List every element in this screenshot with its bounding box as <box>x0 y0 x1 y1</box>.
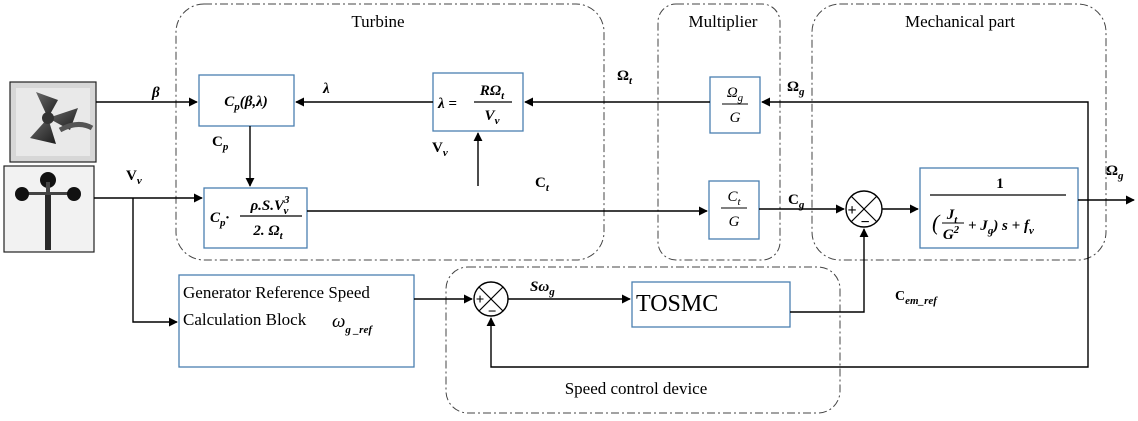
anemometer-photo <box>3 165 95 253</box>
reference-speed-line1: Generator Reference Speed <box>183 283 370 302</box>
aero-torque-prefix: Cp· <box>210 210 230 229</box>
speed-gearbox-denominator: G <box>730 110 741 126</box>
wind-turbine-photo <box>9 81 97 163</box>
cg-label: Cg <box>788 192 805 211</box>
transfer-denominator: ( <box>932 210 941 235</box>
omega-g-feedback-top <box>761 97 1089 200</box>
cem-ref-wire <box>790 228 869 313</box>
vv-input-label: Vv <box>126 168 142 187</box>
omega-g-feedback-label: Ωg <box>787 79 805 98</box>
svg-text:−: − <box>488 304 497 320</box>
transfer-g2: G2 <box>943 224 960 243</box>
cp-label: Cp <box>212 134 229 153</box>
turbine-group <box>175 3 605 261</box>
lambda-numerator: RΩt <box>479 83 505 102</box>
torque-summing-junction: + − <box>845 190 883 231</box>
speed-summing-junction: + − <box>473 281 509 320</box>
omega-g-feedback-bottom <box>486 200 1089 368</box>
tosmc-label: TOSMC <box>636 291 718 317</box>
beta-label: β <box>151 85 160 101</box>
ct-label: Ct <box>535 175 550 194</box>
transfer-numerator: 1 <box>996 176 1004 192</box>
torque-gearbox-block <box>708 180 760 240</box>
svg-text:+: + <box>476 292 485 308</box>
reference-speed-line2: Calculation Block <box>183 310 307 329</box>
lambda-denominator: Vv <box>485 108 500 127</box>
torque-gearbox-denominator: G <box>729 214 740 230</box>
tosmc-block <box>631 281 791 328</box>
cp-function-block <box>198 74 295 127</box>
cem-ref-label: Cem_ref <box>895 289 938 307</box>
vv-lambda-label: Vv <box>432 140 448 159</box>
aero-torque-block <box>203 187 308 249</box>
turbine-group-label: Turbine <box>351 12 404 31</box>
lambda-label: λ <box>322 81 330 97</box>
lambda-lhs: λ = <box>437 96 457 112</box>
multiplier-group <box>657 3 781 261</box>
omega-g-output-label: Ωg <box>1106 163 1124 182</box>
torque-gearbox-numerator: Ct <box>727 189 741 208</box>
speed-control-group <box>445 266 841 414</box>
speed-gearbox-numerator: Ωg <box>727 85 744 104</box>
reference-speed-block <box>178 274 415 368</box>
vv-reference-wire <box>132 198 178 327</box>
speed-control-group-label: Speed control device <box>565 379 708 398</box>
multiplier-group-label: Multiplier <box>689 12 758 31</box>
mechanical-group-label: Mechanical part <box>905 12 1015 31</box>
omega-t-label: Ωt <box>617 68 633 87</box>
reference-speed-symbol: ωg _ref <box>332 311 373 336</box>
transfer-jt: Jt <box>946 207 959 226</box>
transfer-tail: + Jg) s + fv <box>968 218 1034 237</box>
speed-gearbox-block <box>709 76 761 134</box>
aero-torque-denominator: 2. Ωt <box>252 223 283 242</box>
cp-function-label: Cp(β,λ) <box>224 94 268 113</box>
mechanical-transfer-block <box>919 167 1079 249</box>
svg-text:+: + <box>847 202 856 219</box>
svg-text:−: − <box>860 214 869 231</box>
mechanical-group <box>811 3 1107 261</box>
s-omega-label: Sωg <box>530 279 555 298</box>
